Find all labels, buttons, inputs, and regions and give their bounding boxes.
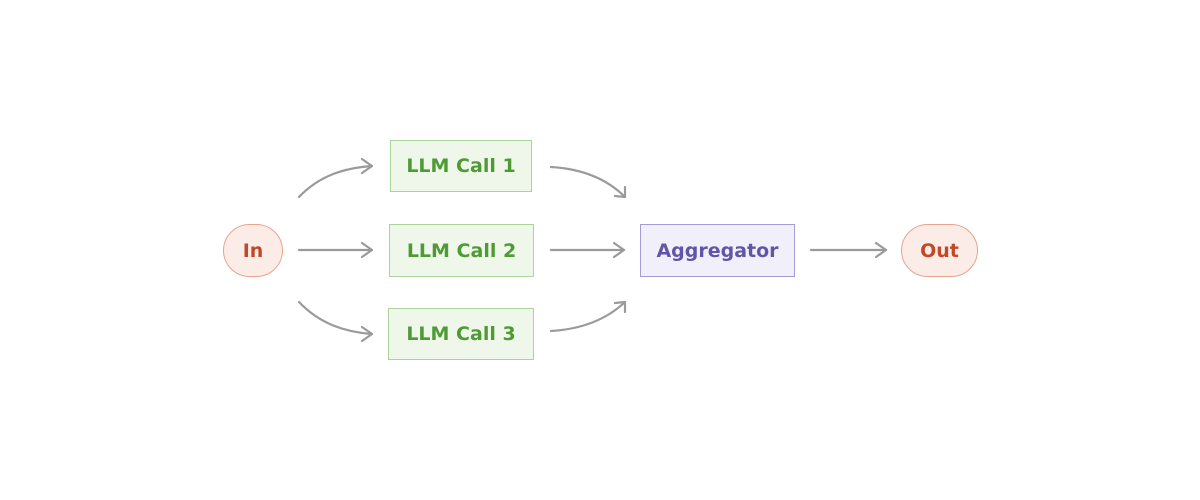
input-node: In xyxy=(223,224,283,277)
arrow-aggregator-to-out xyxy=(809,241,888,259)
arrow-llm-call-1-to-aggregator xyxy=(549,165,627,199)
arrow-llm-call-2-to-aggregator xyxy=(549,241,626,259)
llm-call-3-label: LLM Call 3 xyxy=(406,323,516,345)
llm-call-2-node: LLM Call 2 xyxy=(389,224,534,277)
input-node-label: In xyxy=(242,239,264,262)
aggregator-node: Aggregator xyxy=(640,224,795,277)
output-node-label: Out xyxy=(920,239,959,262)
arrow-llm-call-3-to-aggregator xyxy=(549,300,627,333)
arrow-in-to-llm-call-2 xyxy=(297,241,374,259)
aggregator-label: Aggregator xyxy=(656,239,779,262)
llm-call-1-label: LLM Call 1 xyxy=(406,155,516,177)
llm-call-2-label: LLM Call 2 xyxy=(406,239,517,262)
arrow-in-to-llm-call-3 xyxy=(297,300,374,343)
arrow-in-to-llm-call-1 xyxy=(297,157,374,199)
llm-call-1-node: LLM Call 1 xyxy=(390,140,532,192)
output-node: Out xyxy=(901,224,978,277)
llm-call-3-node: LLM Call 3 xyxy=(388,308,534,360)
